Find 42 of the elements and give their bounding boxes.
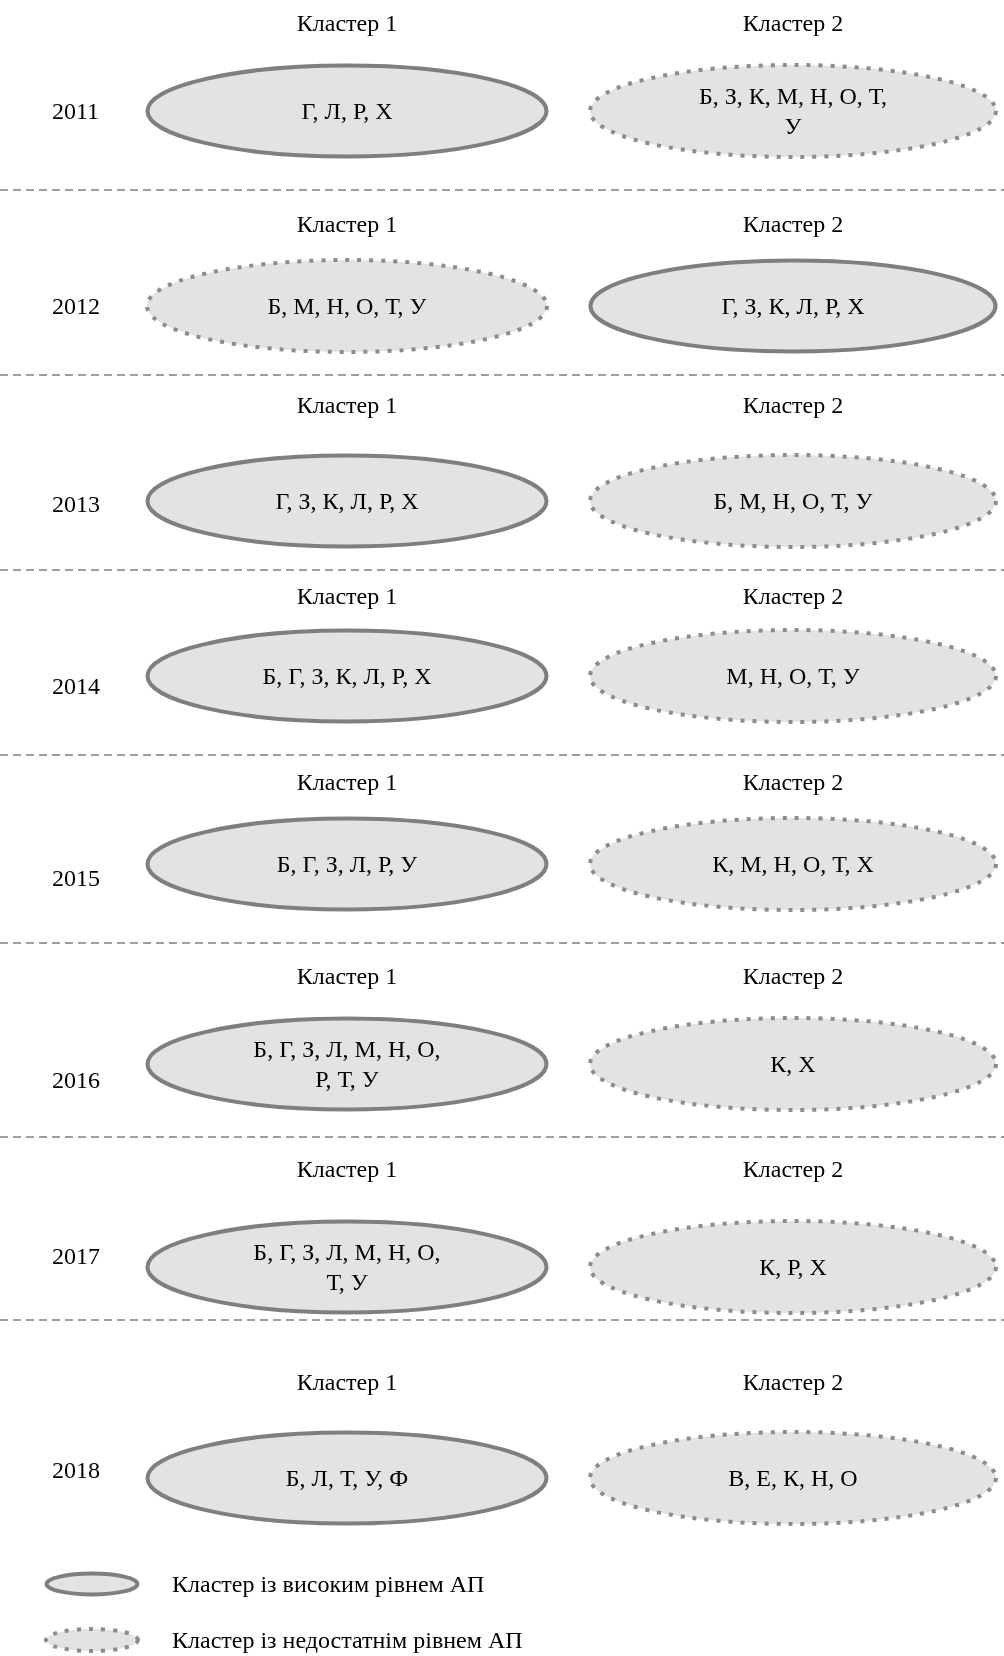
cluster-members: М, Н, О, Т, У [726,662,860,691]
cluster-members: Б, Л, Т, У, Ф [285,1464,409,1493]
cluster-members: Б, Г, З, Л, Р, У [276,850,418,879]
cluster-heading: Кластер 1 [296,210,398,239]
cluster-members: Г, З, К, Л, Р, Х [721,292,865,321]
cluster-members: К, Р, Х [759,1253,827,1282]
cluster-heading: Кластер 2 [742,582,844,611]
cluster-members: Б, Г, З, К, Л, Р, Х [262,662,432,691]
cluster-heading: Кластер 2 [742,962,844,991]
legend-label: Кластер із недостатнім рівнем АП [172,1626,523,1655]
cluster-members: Б, Г, З, Л, М, Н, О, Р, Т, У [252,1035,442,1094]
year-label: 2015 [52,864,100,893]
cluster-heading: Кластер 2 [742,1155,844,1184]
year-label: 2013 [52,490,100,519]
cluster-members: Б, З, К, М, Н, О, Т, У [697,82,889,141]
cluster-heading: Кластер 1 [296,768,398,797]
cluster-heading: Кластер 1 [296,391,398,420]
cluster-members: К, Х [770,1050,816,1079]
cluster-members: Б, М, Н, О, Т, У [713,487,873,516]
cluster-heading: Кластер 1 [296,962,398,991]
year-label: 2011 [52,97,100,126]
cluster-members: Г, Л, Р, Х [301,97,393,126]
cluster-members: В, Е, К, Н, О [728,1464,858,1493]
cluster-heading: Кластер 1 [296,9,398,38]
cluster-members: К, М, Н, О, Т, Х [712,850,874,879]
cluster-members: Б, Г, З, Л, М, Н, О, Т, У [252,1238,442,1297]
year-label: 2012 [52,292,100,321]
cluster-heading: Кластер 1 [296,582,398,611]
cluster-heading: Кластер 2 [742,391,844,420]
cluster-heading: Кластер 2 [742,1368,844,1397]
cluster-members: Г, З, К, Л, Р, Х [275,487,419,516]
cluster-heading: Кластер 2 [742,768,844,797]
legend-label: Кластер із високим рівнем АП [172,1570,485,1599]
cluster-heading: Кластер 2 [742,210,844,239]
year-label: 2014 [52,672,100,701]
cluster-members: Б, М, Н, О, Т, У [267,292,427,321]
year-label: 2018 [52,1456,100,1485]
year-label: 2017 [52,1242,100,1271]
cluster-heading: Кластер 1 [296,1155,398,1184]
cluster-heading: Кластер 2 [742,9,844,38]
year-label: 2016 [52,1066,100,1095]
cluster-heading: Кластер 1 [296,1368,398,1397]
